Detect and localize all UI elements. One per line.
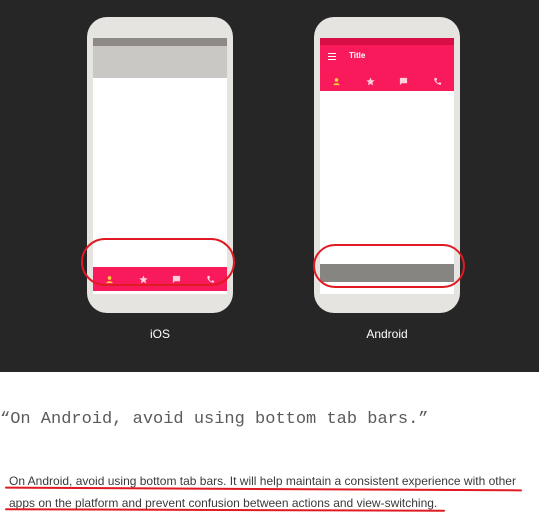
android-bottom-bar-placeholder: [320, 264, 454, 282]
ios-tab-bar-annotation-ring: [81, 238, 235, 286]
ios-bottom-tab-bar: [93, 267, 227, 291]
android-screen: Title: [320, 38, 454, 294]
ios-screen: [93, 38, 227, 294]
android-bottom-bar-annotation-ring: [313, 244, 465, 288]
hero-illustration: Title iOS Android: [0, 0, 539, 372]
android-app-title: Title: [349, 51, 366, 60]
chat-icon: [172, 274, 182, 284]
chat-icon: [399, 76, 409, 86]
paragraph-line-1: On Android, avoid using bottom tab bars.…: [9, 474, 516, 488]
paragraph-line-2: apps on the platform and prevent confusi…: [9, 496, 438, 510]
android-status-bar: [320, 38, 454, 45]
ios-phone-mockup: [87, 17, 233, 313]
pull-quote: “On Android, avoid using bottom tab bars…: [0, 410, 429, 429]
menu-icon: [328, 53, 336, 60]
android-app-bar: Title: [320, 45, 454, 71]
ios-nav-bar: [93, 46, 227, 78]
ios-caption: iOS: [149, 327, 170, 341]
person-icon: [332, 76, 342, 86]
star-icon: [138, 274, 148, 284]
android-phone-mockup: Title: [314, 17, 460, 313]
android-top-tabs: [320, 71, 454, 91]
android-caption: Android: [366, 327, 408, 341]
body-paragraph: On Android, avoid using bottom tab bars.…: [9, 470, 529, 514]
star-icon: [365, 76, 375, 86]
phone-icon: [432, 76, 442, 86]
ios-status-bar: [93, 38, 227, 46]
